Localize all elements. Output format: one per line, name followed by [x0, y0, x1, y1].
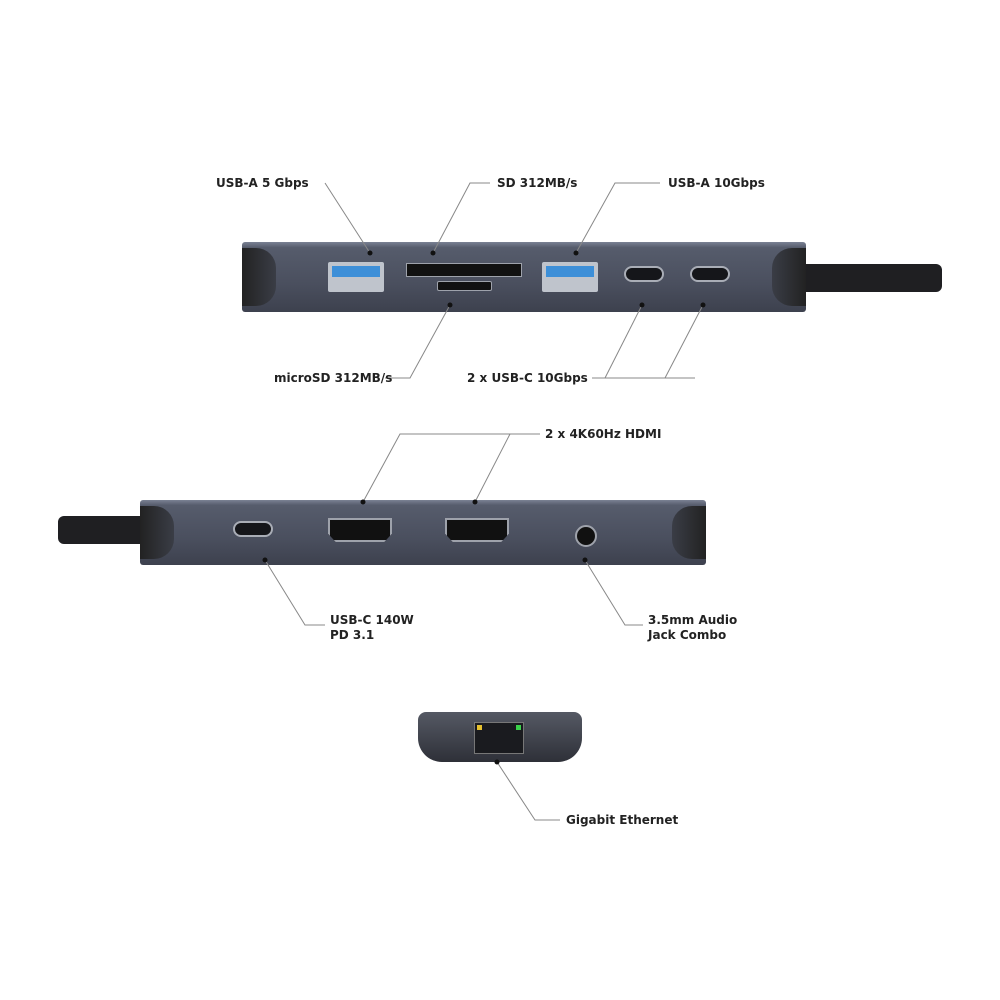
label-hdmi: 2 x 4K60Hz HDMI [545, 427, 662, 441]
usb-a-10gbps-port [542, 262, 598, 292]
ethernet-port [474, 722, 524, 754]
label-usb-c-10gbps: 2 x USB-C 10Gbps [467, 371, 588, 385]
usb-c-10gbps-port [690, 266, 730, 282]
label-line: Jack Combo [648, 628, 727, 642]
hub-endcap [772, 248, 806, 306]
audio-jack-port [575, 525, 597, 547]
label-line: PD 3.1 [330, 628, 375, 642]
hub-endcap [242, 248, 276, 306]
cable [790, 264, 942, 292]
label-sd: SD 312MB/s [497, 176, 578, 190]
label-microsd: microSD 312MB/s [274, 371, 393, 385]
usb-c-pd-port [233, 521, 273, 537]
led-green [516, 725, 521, 730]
label-usb-a-5gbps: USB-A 5 Gbps [216, 176, 309, 190]
label-usb-a-10gbps: USB-A 10Gbps [668, 176, 765, 190]
label-line: USB-C 140W [330, 613, 414, 627]
label-ethernet: Gigabit Ethernet [566, 813, 679, 827]
hub-endcap [672, 506, 706, 559]
hdmi-port [445, 518, 509, 542]
led-yellow [477, 725, 482, 730]
hub-endcap [140, 506, 174, 559]
hdmi-port [328, 518, 392, 542]
sd-card-slot [406, 263, 522, 277]
label-line: 3.5mm Audio [648, 613, 738, 627]
microsd-card-slot [437, 281, 492, 291]
usb-c-10gbps-port [624, 266, 664, 282]
usb-a-5gbps-port [328, 262, 384, 292]
